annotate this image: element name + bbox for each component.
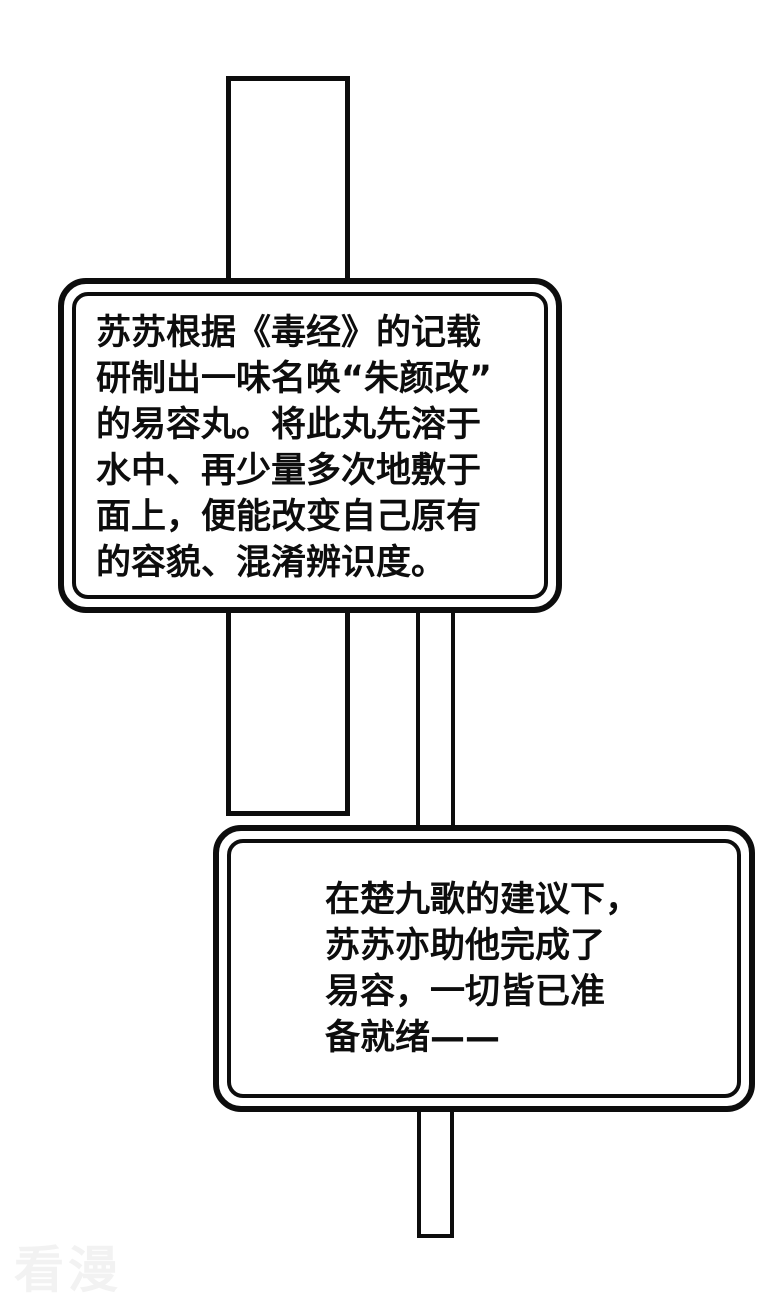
narration-box-2: 在楚九歌的建议下， 苏苏亦助他完成了 易容，一切皆已准 备就绪—— [213,825,755,1112]
connector-pole-middle [416,600,455,838]
kanman-watermark: 看漫 [14,1241,122,1299]
narration-text-2: 在楚九歌的建议下， 苏苏亦助他完成了 易容，一切皆已准 备就绪—— [325,880,641,1058]
narration-text-1: 苏苏根据《毒经》的记载 研制出一味名唤“朱颜改” 的易容丸。将此丸先溶于 水中、… [96,313,493,583]
narration-box-2-inner-frame: 在楚九歌的建议下， 苏苏亦助他完成了 易容，一切皆已准 备就绪—— [227,839,741,1098]
narration-box-1-inner-frame: 苏苏根据《毒经》的记载 研制出一味名唤“朱颜改” 的易容丸。将此丸先溶于 水中、… [72,292,548,599]
narration-box-1: 苏苏根据《毒经》的记载 研制出一味名唤“朱颜改” 的易容丸。将此丸先溶于 水中、… [58,278,562,613]
